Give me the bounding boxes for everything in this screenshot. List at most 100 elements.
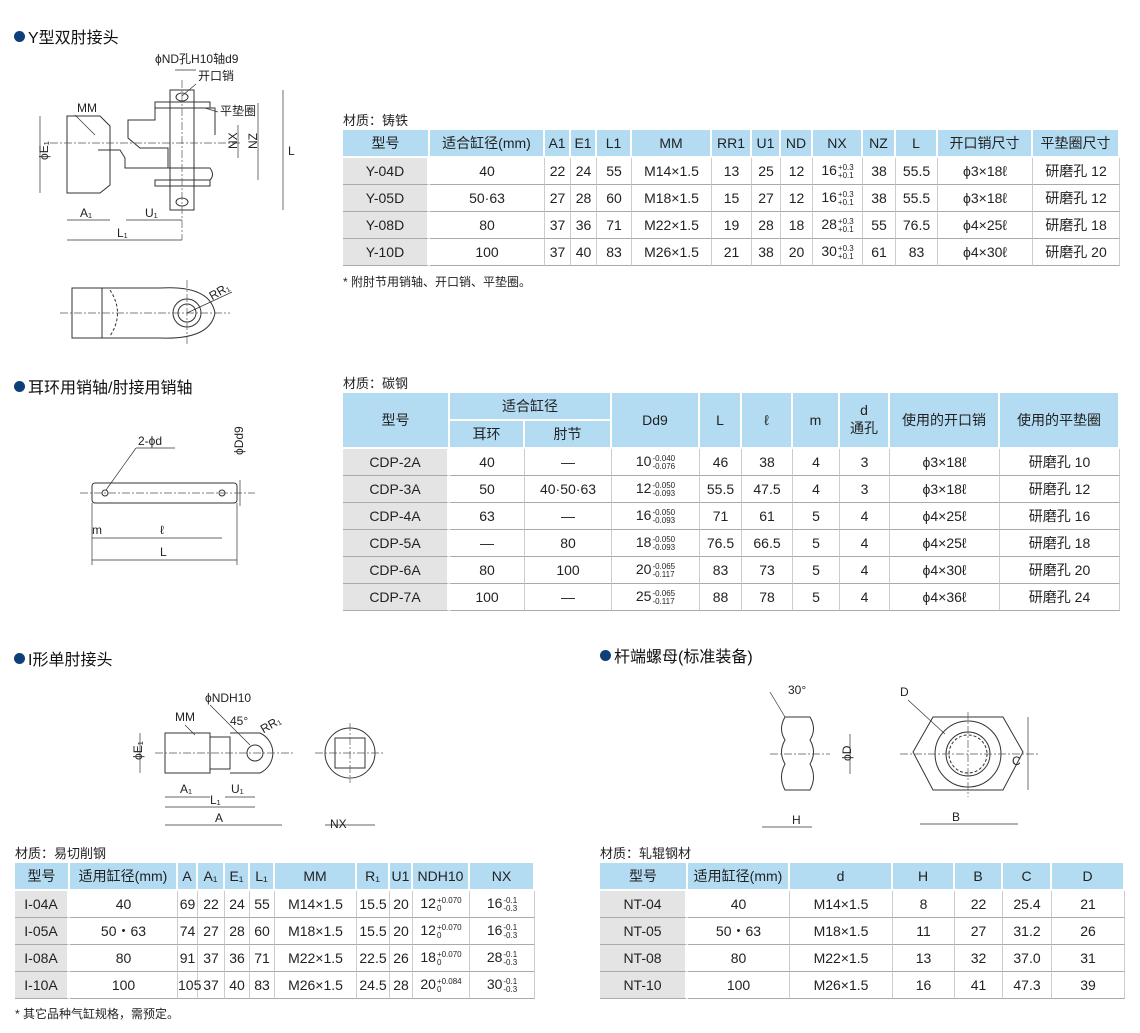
drawing-stroke: [781, 716, 814, 791]
model-cell: CDP-7A: [343, 584, 450, 611]
drawing-label: L₁: [117, 226, 128, 240]
table-cell: 5: [793, 557, 840, 584]
upper-deviation: +0.070: [436, 895, 462, 905]
table-cell: 100: [70, 972, 178, 999]
upper-deviation: -0.1: [503, 922, 518, 932]
drawing-label: C: [1012, 754, 1021, 768]
drawing-label: A₁: [80, 206, 92, 220]
lower-deviation: -0.093: [652, 542, 676, 552]
column-header: NDH10: [413, 863, 470, 891]
drawing-stroke: [184, 724, 196, 736]
column-header: L₁: [250, 863, 275, 891]
table-cell: —: [525, 449, 612, 476]
column-header: MM: [275, 863, 357, 891]
table-cell: 21: [1052, 891, 1125, 918]
nut-drawing: 30° ϕD H D C B: [762, 683, 1040, 828]
column-header: A₁: [198, 863, 225, 891]
lower-deviation: -0.117: [652, 569, 675, 579]
drawing-stroke: [154, 101, 211, 109]
lower-deviation: -0.3: [503, 957, 518, 967]
upper-deviation: -0.1: [503, 895, 518, 905]
table-cell: 74: [178, 918, 198, 945]
title-text: 杆端螺母(标准装备): [614, 649, 753, 666]
table-cell: 5: [793, 530, 840, 557]
nominal-value: 25: [635, 588, 652, 605]
table-cell: M14×1.5: [790, 891, 893, 918]
table-cell: —: [525, 503, 612, 530]
column-header: RR1: [712, 130, 752, 158]
tolerance: -0.065-0.117: [652, 561, 676, 579]
tolerance: +0.3+0.1: [838, 244, 854, 261]
column-header: NZ: [863, 130, 896, 158]
drawing-label: ℓ: [160, 523, 164, 537]
table-cell: 38: [742, 449, 793, 476]
drawing-label: RR₁: [207, 280, 233, 303]
lower-deviation: -0.3: [503, 984, 518, 994]
table-cell: 83: [250, 972, 275, 999]
nominal-value: 30: [486, 976, 503, 993]
table-cell: 36: [225, 945, 250, 972]
section-title-i-clevis: I形单肘接头: [14, 646, 112, 670]
column-header: NX: [470, 863, 535, 891]
model-cell: CDP-5A: [343, 530, 450, 557]
table-cell: 100: [450, 584, 525, 611]
drawing-label: 45°: [230, 714, 248, 728]
drawing-label: A: [215, 811, 223, 825]
table-cell: 60: [250, 918, 275, 945]
table-cell: 105: [178, 972, 201, 999]
table-cell: 80: [70, 945, 178, 972]
tolerance-cell: 30+0.3+0.1: [813, 239, 863, 266]
lower-deviation: -0.076: [652, 461, 676, 471]
table-cell: 61: [742, 503, 793, 530]
column-header: U1: [752, 130, 781, 158]
table-cell: 55: [250, 891, 275, 918]
table-cell: ϕ3×18ℓ: [890, 449, 1000, 476]
drawing-label: 2-ϕd: [138, 434, 162, 448]
table-cell: 37.0: [1003, 945, 1052, 972]
table-cell: 27: [545, 185, 571, 212]
table-cell: 80: [430, 212, 545, 239]
table-cell: 37: [545, 212, 571, 239]
drawing-label: H: [792, 813, 801, 827]
table-cell: 13: [712, 158, 752, 185]
table-cell: 20: [781, 239, 813, 266]
upper-deviation: -0.065: [652, 561, 676, 571]
tolerance: +0.3+0.1: [838, 190, 854, 207]
column-header: d 通孔: [840, 393, 890, 449]
nominal-value: 18: [420, 949, 436, 966]
nominal-value: 20: [635, 561, 652, 578]
table-cell: 25.4: [1003, 891, 1052, 918]
column-header: 型号: [600, 863, 688, 891]
column-header: NX: [813, 130, 863, 158]
table-cell: 22: [545, 158, 571, 185]
table-cell: 12: [781, 185, 813, 212]
model-cell: I-04A: [15, 891, 70, 918]
table-cell: 38: [863, 158, 896, 185]
column-header: 型号: [343, 393, 450, 449]
material-y: 材质：铸铁: [343, 113, 409, 128]
model-cell: NT-04: [600, 891, 688, 918]
drawing-label: U₁: [145, 206, 158, 220]
table-cell: 27: [752, 185, 781, 212]
table-cell: 71: [250, 945, 275, 972]
table-cell: 26: [1052, 918, 1125, 945]
upper-deviation: -0.050: [652, 507, 676, 517]
table-cell: 32: [955, 945, 1003, 972]
table-cell: 20: [390, 891, 413, 918]
column-header: 肘节: [525, 421, 612, 449]
table-cell: 4: [840, 503, 890, 530]
lower-deviation: -0.093: [652, 515, 676, 525]
title-text: I形单肘接头: [28, 652, 113, 669]
table-cell: 40: [688, 891, 790, 918]
table-cell: 71: [597, 212, 632, 239]
